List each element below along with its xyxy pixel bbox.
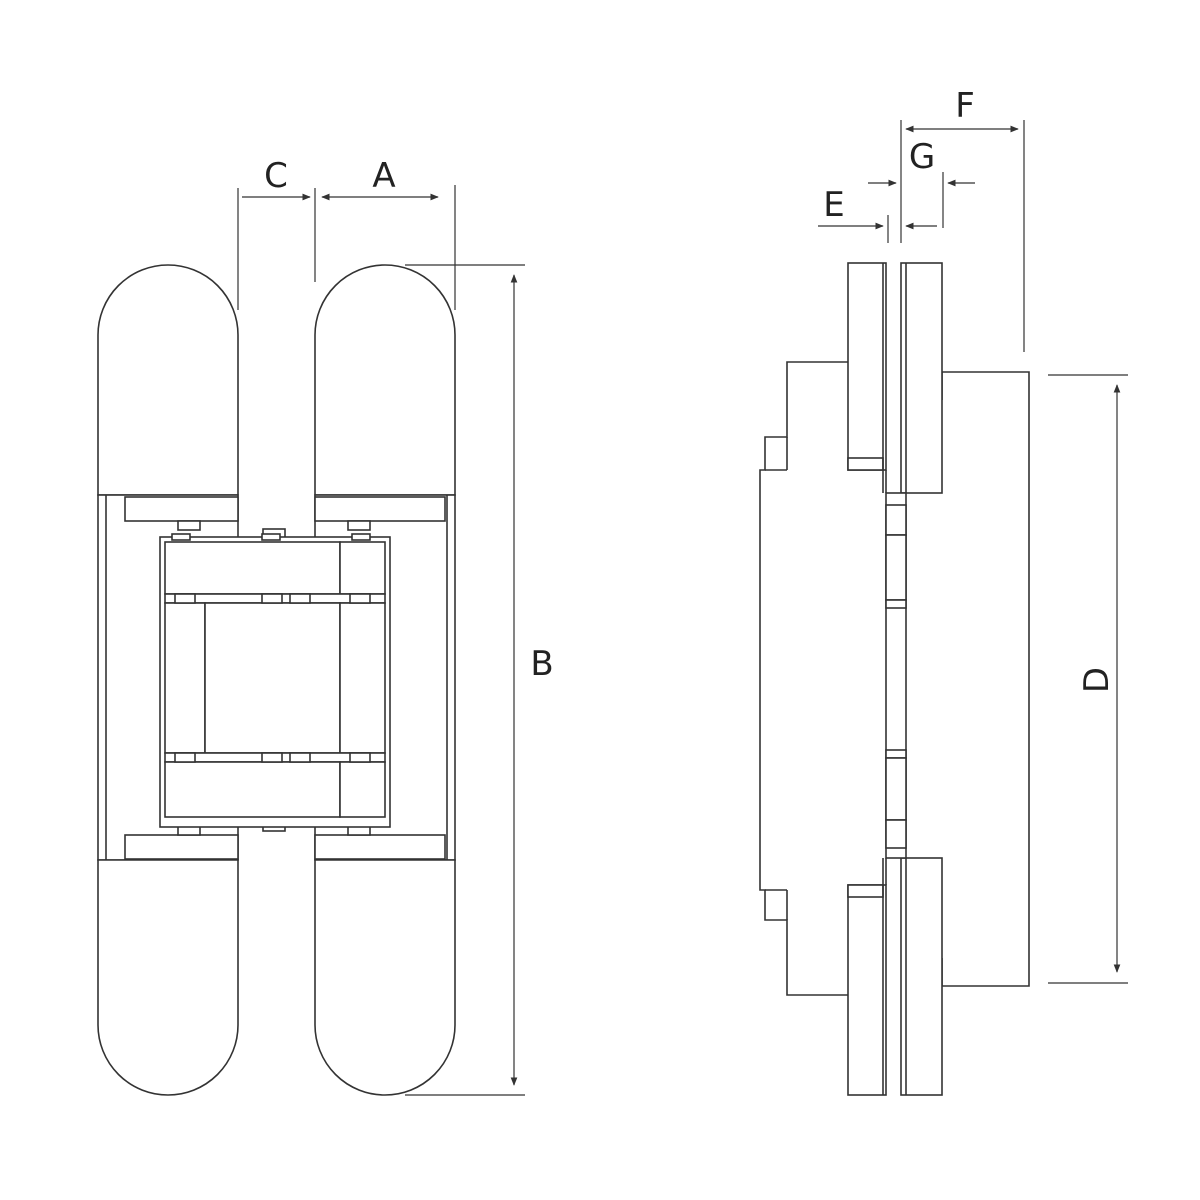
side-left-plate-bottom [847,884,887,1096]
dimension-a: A [321,156,456,310]
hinge-mechanism [159,533,391,828]
right-leaf-bottom [314,859,456,1096]
label-f: F [955,86,975,126]
dimension-c: C [237,156,316,310]
dimension-e: E [818,185,937,243]
label-c: C [264,156,288,196]
dimension-b: B [405,264,554,1096]
dimension-g: G [868,137,975,228]
side-view: F G E D [759,86,1128,1096]
side-back-body [759,361,848,996]
dimension-d: D [1048,374,1128,984]
label-g: G [909,137,935,177]
label-a: A [372,156,395,196]
side-knuckle-column [885,492,907,859]
side-left-plate-top [847,262,887,471]
right-leaf-top [314,264,456,496]
left-leaf-body [97,264,239,496]
front-view: C A B [97,156,554,1096]
label-e: E [823,185,844,225]
label-d: D [1077,667,1117,693]
label-b: B [530,644,553,684]
side-right-plate-top [900,262,943,494]
dimension-f: F [900,86,1025,352]
side-right-plate-bottom [900,857,943,1096]
side-front-body [941,371,1030,987]
left-leaf-bottom [97,859,239,1096]
